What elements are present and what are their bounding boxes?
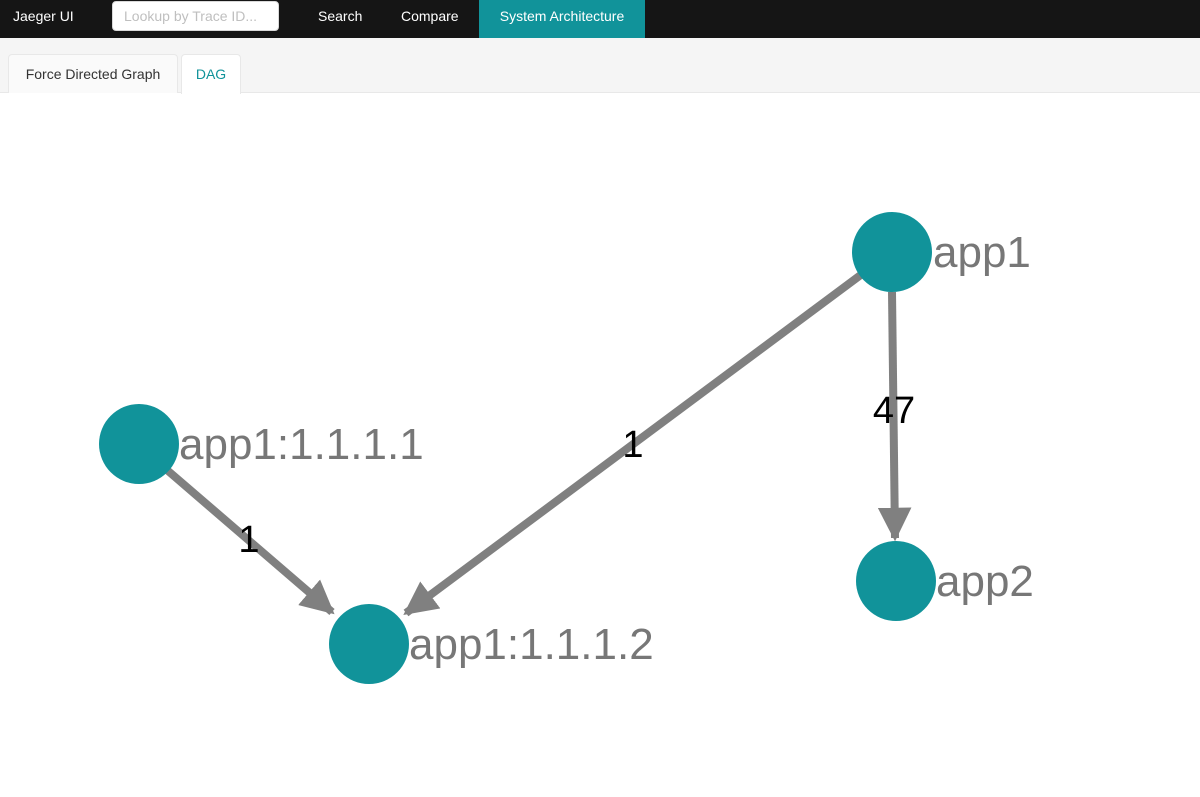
tab-force-directed-graph[interactable]: Force Directed Graph <box>8 54 178 93</box>
node-label: app1:1.1.1.2 <box>409 620 654 669</box>
edge-label-app1-1111-app1-1112: 1 <box>238 519 259 561</box>
node-app2[interactable]: app2 <box>856 541 1034 621</box>
node-label: app1 <box>933 228 1031 277</box>
edge-line <box>164 466 335 616</box>
node-label: app2 <box>936 557 1034 606</box>
edge-app1-1111-to-app1-1112: 1 <box>164 466 335 616</box>
nav-search[interactable]: Search <box>318 8 363 24</box>
node-label: app1:1.1.1.1 <box>179 420 424 469</box>
dag-graph-canvas[interactable]: 47 1 1 app1 app1:1.1.1.1 app1:1.1.1.2 ap… <box>0 93 1200 797</box>
brand-logo[interactable]: Jaeger UI <box>13 8 74 24</box>
node-circle[interactable] <box>856 541 936 621</box>
node-app1[interactable]: app1 <box>852 212 1031 292</box>
node-app1-1111[interactable]: app1:1.1.1.1 <box>99 404 424 484</box>
trace-id-search-input[interactable] <box>112 1 279 31</box>
node-app1-1112[interactable]: app1:1.1.1.2 <box>329 604 654 684</box>
nav-compare[interactable]: Compare <box>401 8 459 24</box>
edge-label-app1-app1-1112: 1 <box>622 424 643 466</box>
top-nav-bar: Jaeger UI Search Compare System Architec… <box>0 0 1200 38</box>
view-tabs: Force Directed Graph DAG <box>0 38 1200 94</box>
edge-line <box>877 291 912 542</box>
edge-app1-to-app2: 47 <box>873 291 915 542</box>
tab-dag[interactable]: DAG <box>181 54 241 94</box>
edge-app1-to-app1-1112: 1 <box>403 270 865 617</box>
edge-line <box>403 270 865 617</box>
dag-graph-svg: 47 1 1 app1 app1:1.1.1.1 app1:1.1.1.2 ap… <box>99 212 1034 684</box>
node-circle[interactable] <box>852 212 932 292</box>
node-circle[interactable] <box>329 604 409 684</box>
nav-system-architecture[interactable]: System Architecture <box>479 0 645 38</box>
edge-label-app1-app2: 47 <box>873 390 915 432</box>
node-circle[interactable] <box>99 404 179 484</box>
